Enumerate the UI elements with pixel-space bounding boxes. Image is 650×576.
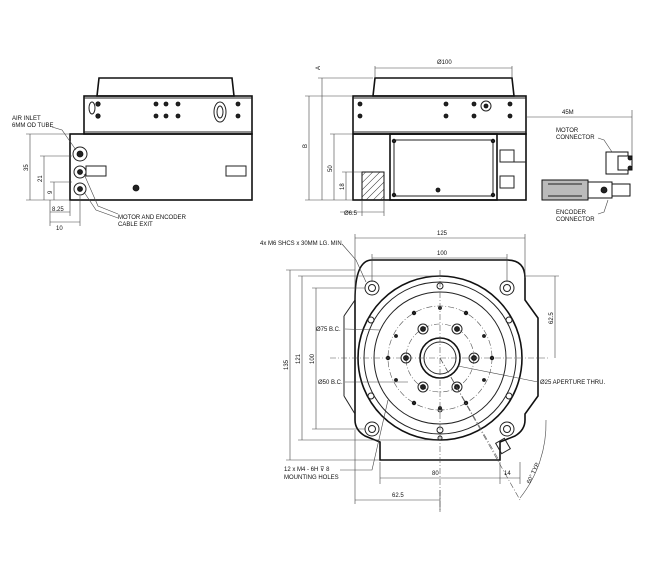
- dim-6-5: Ø6.5: [344, 211, 358, 217]
- encoder-connector-label-1: ENCODER: [556, 210, 587, 216]
- encoder-connector-icon: [541, 179, 589, 201]
- angle-typ-label: 60° TYP.: [526, 461, 541, 485]
- dim-125: 125: [437, 231, 448, 237]
- left-top-cap: [96, 77, 235, 97]
- mounting-holes-label-1: 12 x M4 - 6H ⊽ 8: [284, 466, 330, 473]
- outer-ring-holes: [367, 282, 513, 441]
- hatched-section: [361, 171, 385, 201]
- air-inlet-label-1: AIR INLET: [12, 116, 41, 122]
- dim-14: 14: [504, 471, 511, 477]
- corner-hole-bl: [364, 421, 380, 437]
- plan-view: [286, 234, 559, 512]
- encoder-connector-label-2: CONNECTOR: [556, 217, 595, 223]
- dim-plan-100: 100: [437, 251, 448, 257]
- mounting-screws-label: 4x M6 SHCS x 30MM LG. MIN: [260, 241, 342, 247]
- corner-hole-tr: [499, 280, 515, 296]
- dim-121: 121: [296, 353, 302, 364]
- dim-9: 9: [48, 190, 54, 194]
- dim-A: A: [316, 66, 322, 70]
- motor-cover: [389, 133, 498, 201]
- connectors-view: [526, 110, 633, 215]
- side-view-center: [305, 66, 527, 216]
- left-lower-base: [69, 133, 253, 201]
- dim-8-25: 8.25: [52, 207, 64, 213]
- dim-80: 80: [432, 471, 439, 477]
- air-inlet-label-2: 6MM OD TUBE: [12, 123, 54, 129]
- dim-10: 10: [56, 226, 63, 232]
- center-top-cap: [372, 77, 515, 97]
- dim-135: 135: [284, 359, 290, 370]
- dim-62-5-horizontal: 62.5: [392, 493, 404, 499]
- dim-21: 21: [38, 175, 44, 182]
- dim-100-vertical: 100: [310, 353, 316, 364]
- cable-exit-label-1: MOTOR AND ENCODER: [118, 215, 187, 221]
- dim-45m: 45M: [562, 110, 574, 116]
- dim-62-5-vertical: 62.5: [549, 312, 555, 324]
- corner-hole-tl: [364, 280, 380, 296]
- side-view-left: [26, 77, 253, 226]
- cable-exit-icon: [73, 182, 87, 196]
- corner-hole-br: [499, 421, 515, 437]
- dim-18: 18: [340, 183, 346, 190]
- center-upper-holes: [357, 100, 513, 119]
- left-upper-holes: [88, 101, 241, 123]
- motor-connector-label-1: MOTOR: [556, 128, 579, 134]
- dim-top-100: Ø100: [437, 60, 452, 66]
- mounting-holes-label-2: MOUNTING HOLES: [284, 475, 339, 481]
- dim-50: 50: [328, 165, 334, 172]
- motor-connector-label-2: CONNECTOR: [556, 135, 595, 141]
- bc50-label: Ø50 B.C.: [318, 380, 343, 386]
- bc75-label: Ø75 B.C.: [316, 327, 341, 333]
- dim-B: B: [303, 144, 309, 148]
- air-inlet-fitting-icon: [72, 146, 88, 162]
- aperture-label: Ø25 APERTURE THRU.: [540, 380, 605, 386]
- dim-35: 35: [24, 164, 30, 171]
- cable-exit-label-2: CABLE EXIT: [118, 222, 153, 228]
